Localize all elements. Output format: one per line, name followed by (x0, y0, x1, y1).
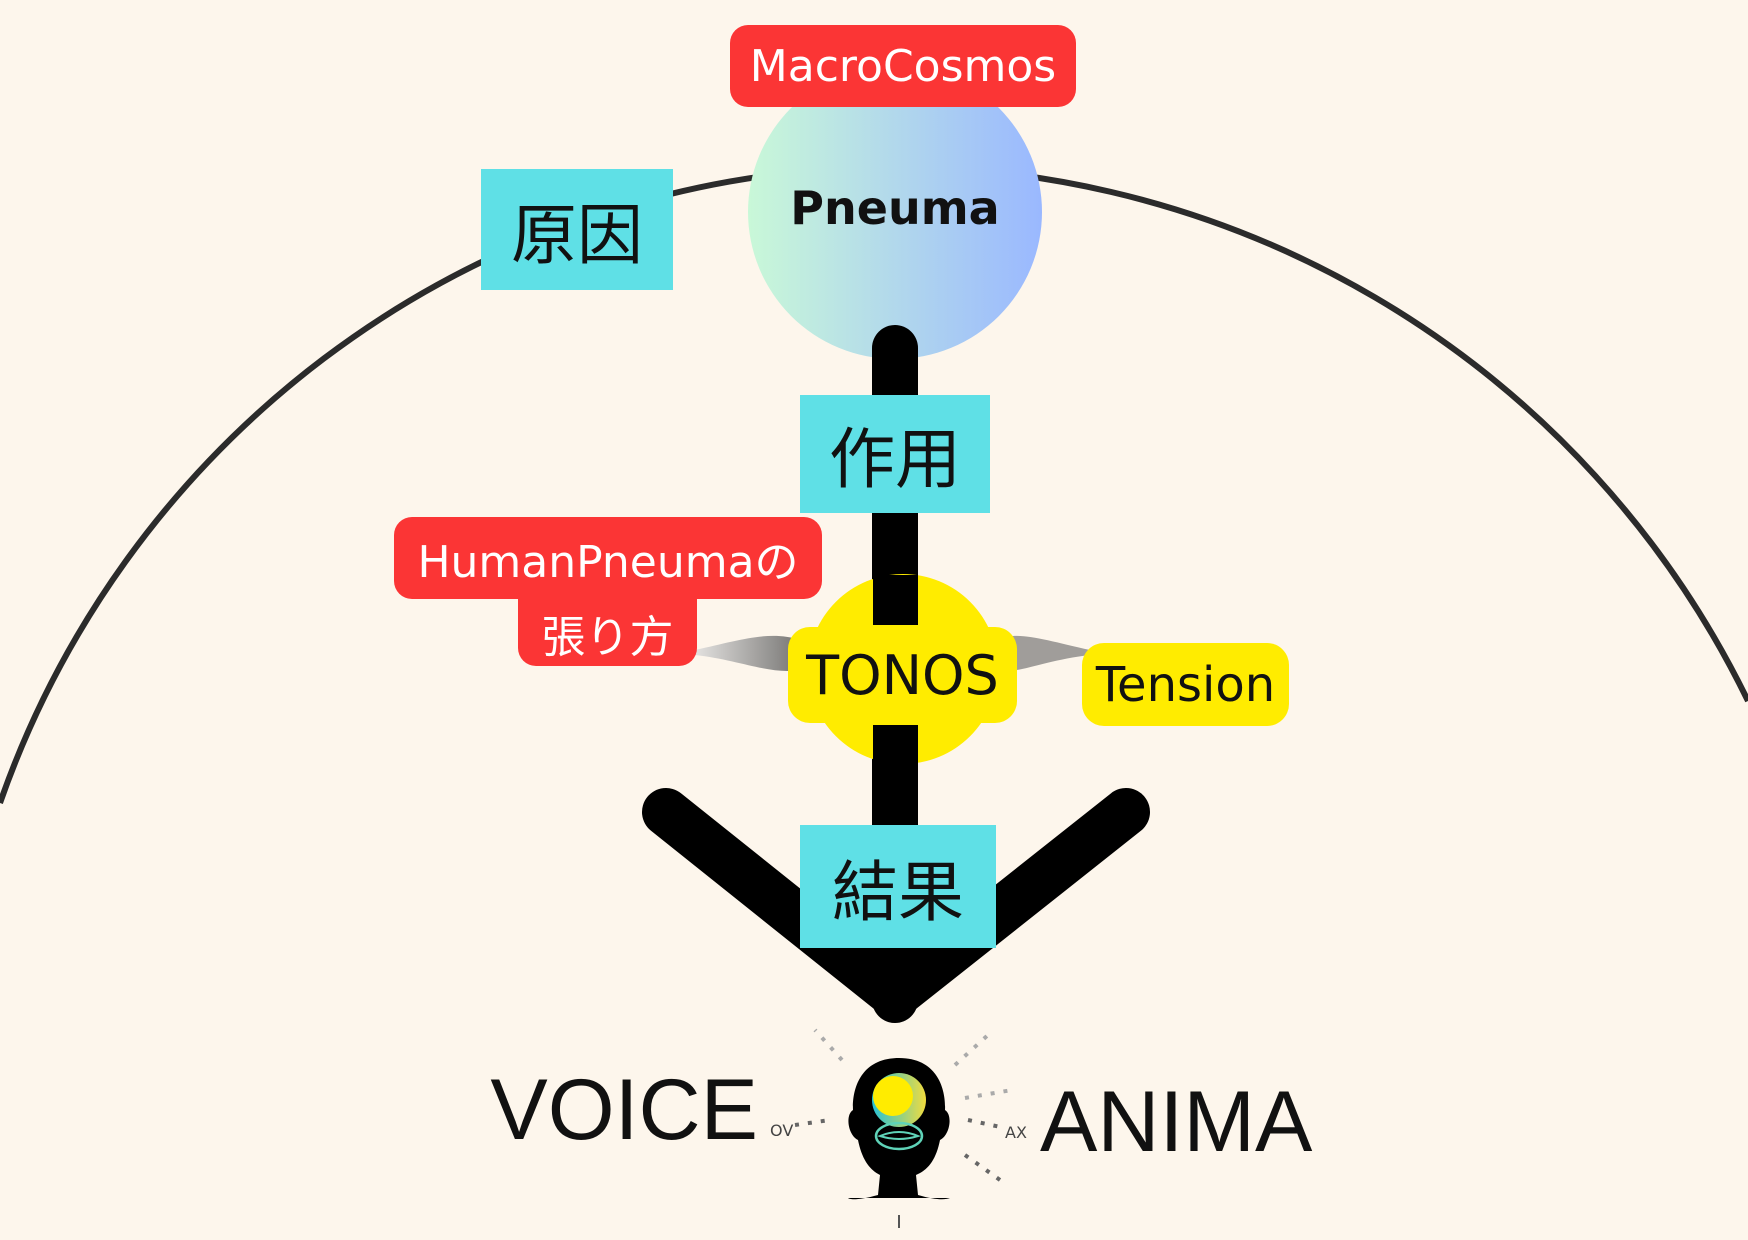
action-label: 作用 (800, 395, 990, 513)
tonos-label: TONOS (788, 627, 1017, 723)
human-pneuma-label-line1: HumanPneumaの (394, 517, 822, 599)
tension-wing-right (1000, 635, 1090, 672)
anima-label: ANIMA (1040, 1074, 1313, 1170)
result-label: 結果 (800, 825, 996, 948)
human-pneuma-label-line2: 張り方 (518, 599, 697, 666)
cause-label: 原因 (481, 169, 673, 290)
voice-label: VOICE (490, 1062, 758, 1158)
head-label-left: OV (770, 1121, 793, 1140)
result-chevron (642, 788, 1150, 1019)
pneuma-label: Pneuma (790, 181, 1000, 235)
tension-wing-left (695, 635, 800, 672)
head-label-right: AX (1005, 1123, 1027, 1142)
head-icon: OV AX (770, 1028, 1027, 1228)
pneuma-circle (748, 65, 1042, 359)
macrocosmos-label: MacroCosmos (730, 25, 1076, 107)
tension-label: Tension (1082, 643, 1289, 726)
